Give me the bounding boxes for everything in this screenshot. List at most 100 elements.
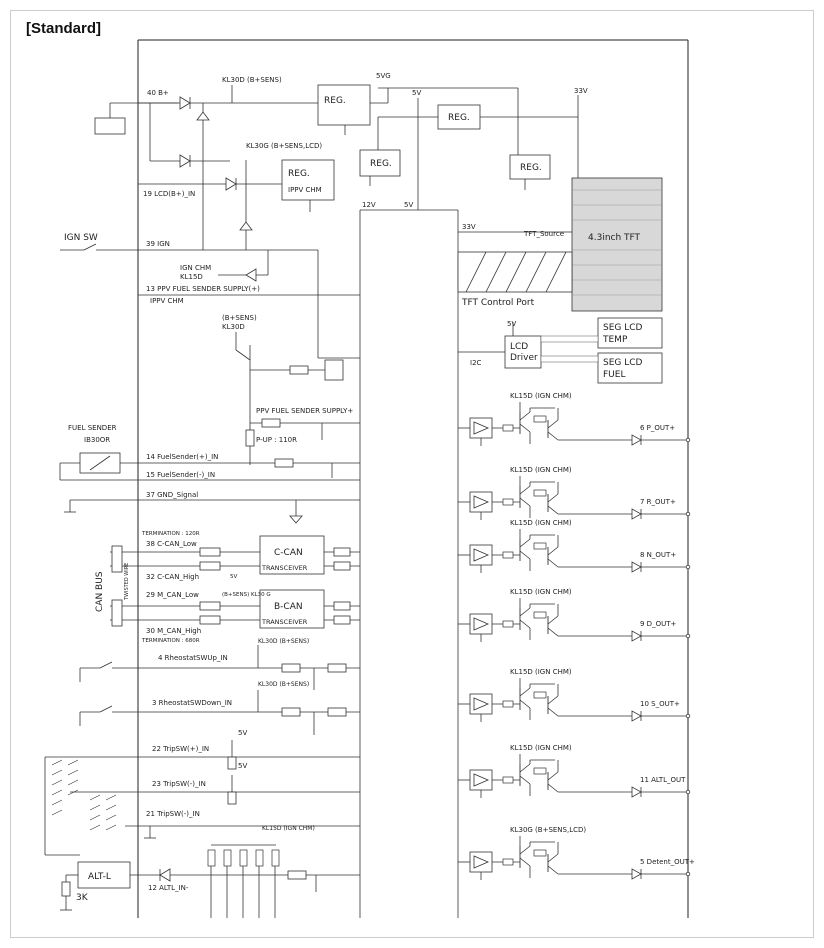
wiring	[44, 39, 689, 918]
buffer-triangle	[473, 548, 490, 562]
lcd-5v: 5V	[507, 320, 516, 328]
pin-m-can-high: 30 M_CAN_High	[146, 627, 201, 635]
pullup-label: P-UP : 110R	[256, 436, 297, 444]
buffer-triangle	[473, 495, 490, 509]
seg-temp-line2: TEMP	[602, 335, 628, 345]
output-pin-label: 7 R_OUT+	[640, 498, 676, 506]
transistor-leg	[547, 546, 559, 556]
transistor-leg	[519, 763, 531, 773]
ign-sw-label: IGN SW	[64, 233, 98, 243]
diagram-frame	[10, 10, 814, 938]
can-b-sens: (B+SENS) KL30 G	[222, 592, 271, 598]
transistor-leg	[547, 558, 559, 568]
rail-12v: 12V	[362, 201, 376, 209]
tft-label: 4.3inch TFT	[588, 233, 641, 243]
output-resistor	[533, 611, 547, 619]
transistor-leg	[519, 411, 531, 421]
output-terminal	[685, 511, 691, 517]
output-resistor	[502, 700, 514, 708]
seg-temp-line1: SEG LCD	[603, 323, 643, 333]
pin-c-can-high: 32 C-CAN_High	[146, 573, 199, 581]
reg-ippv-label: REG.	[288, 169, 310, 179]
rail-33v-tft: 33V	[462, 223, 476, 231]
b-sens-label: (B+SENS)	[222, 314, 257, 322]
transistor-leg	[519, 845, 531, 855]
lcd-driver-line1: LCD	[510, 342, 528, 352]
output-pin-label: 6 P_OUT+	[640, 424, 675, 432]
transistor-leg	[547, 431, 559, 441]
kl30d-b-sens: KL30D	[222, 323, 245, 331]
pin-ppv-supply: 13 PPV FUEL SENDER SUPPLY(+)	[146, 285, 260, 293]
pin-m-can-low: 29 M_CAN_Low	[146, 591, 199, 599]
lcd-driver-line2: Driver	[510, 353, 538, 363]
transistor-leg	[547, 771, 559, 781]
fuel-sender-line2: IB30OR	[84, 436, 110, 444]
output-supply-label: KL15D (IGN CHM)	[510, 668, 572, 676]
output-diode	[631, 868, 642, 880]
reg-top-label: REG.	[324, 96, 346, 106]
transistor-leg	[519, 775, 531, 785]
transistor-leg	[547, 853, 559, 863]
transistor-leg	[547, 505, 559, 515]
pin-rheostat-up: 4 RheostatSWUp_IN	[158, 654, 228, 662]
pin-c-can-low: 38 C-CAN_Low	[146, 540, 197, 548]
output-supply-label: KL15D (IGN CHM)	[510, 466, 572, 474]
output-diode	[631, 561, 642, 573]
transistor-leg	[519, 550, 531, 560]
output-pin-label: 8 N_OUT+	[640, 551, 676, 559]
transistor-leg	[547, 865, 559, 875]
output-diode	[631, 508, 642, 520]
output-diode	[631, 710, 642, 722]
trip-5v-1: 5V	[238, 729, 247, 737]
transistor-leg	[519, 607, 531, 617]
transistor-leg	[547, 783, 559, 793]
buffer-triangle	[473, 773, 490, 787]
kl15d-label: KL15D	[180, 273, 203, 281]
output-resistor	[502, 620, 514, 628]
transistor-leg	[547, 615, 559, 625]
buffer-triangle	[473, 617, 490, 631]
reg-ippv-sub: IPPV CHM	[288, 186, 322, 194]
c-can-label: C-CAN	[274, 548, 303, 558]
rheo-kl30d: KL30D (B+SENS)	[258, 638, 309, 645]
reg-right-label: REG.	[520, 163, 542, 173]
rail-5vg: 5VG	[376, 72, 391, 80]
output-terminal	[685, 871, 691, 877]
can-5v: 5V	[230, 574, 237, 580]
i2c-label: I2C	[470, 359, 482, 367]
b-can-label: B-CAN	[274, 602, 303, 612]
pin-trip-minus-23: 23 TripSW(-)_IN	[152, 780, 206, 788]
kl30d-label: KL30D (B+SENS)	[222, 76, 282, 84]
output-resistor	[533, 849, 547, 857]
alt-kl15d: KL15D (IGN CHM)	[262, 825, 315, 832]
output-resistor	[533, 767, 547, 775]
output-pin-label: 9 D_OUT+	[640, 620, 676, 628]
transistor-leg	[547, 707, 559, 717]
termination-680: TERMINATION : 680R	[141, 638, 200, 644]
pin-altl-in: 12 ALTL_IN-	[148, 884, 189, 892]
trip-5v-2: 5V	[238, 762, 247, 770]
fuel-sender-line1: FUEL SENDER	[68, 424, 117, 432]
seg-fuel-line2: FUEL	[603, 370, 625, 380]
output-supply-label: KL15D (IGN CHM)	[510, 392, 572, 400]
buffer-triangle	[473, 421, 490, 435]
transistor-leg	[519, 857, 531, 867]
output-terminal	[685, 564, 691, 570]
output-resistor	[502, 498, 514, 506]
pin-ign: 39 IGN	[146, 240, 170, 248]
pin-trip-minus-21: 21 TripSW(-)_IN	[146, 810, 200, 818]
ppv-supply-label: PPV FUEL SENDER SUPPLY+	[256, 407, 353, 415]
transistor-leg	[519, 699, 531, 709]
pin-fuel-plus: 14 FuelSender(+)_IN	[146, 453, 218, 461]
rail-5v-mcu: 5V	[404, 201, 413, 209]
transistor-leg	[519, 423, 531, 433]
transistor-leg	[547, 419, 559, 429]
reg-12v-label: REG.	[370, 159, 392, 169]
tft-control-label: TFT Control Port	[461, 298, 535, 308]
rail-5v: 5V	[412, 89, 421, 97]
output-pin-label: 10 S_OUT+	[640, 700, 680, 708]
output-resistor	[533, 415, 547, 423]
pin-rheostat-down: 3 RheostatSWDown_IN	[152, 699, 232, 707]
output-resistor	[533, 691, 547, 699]
